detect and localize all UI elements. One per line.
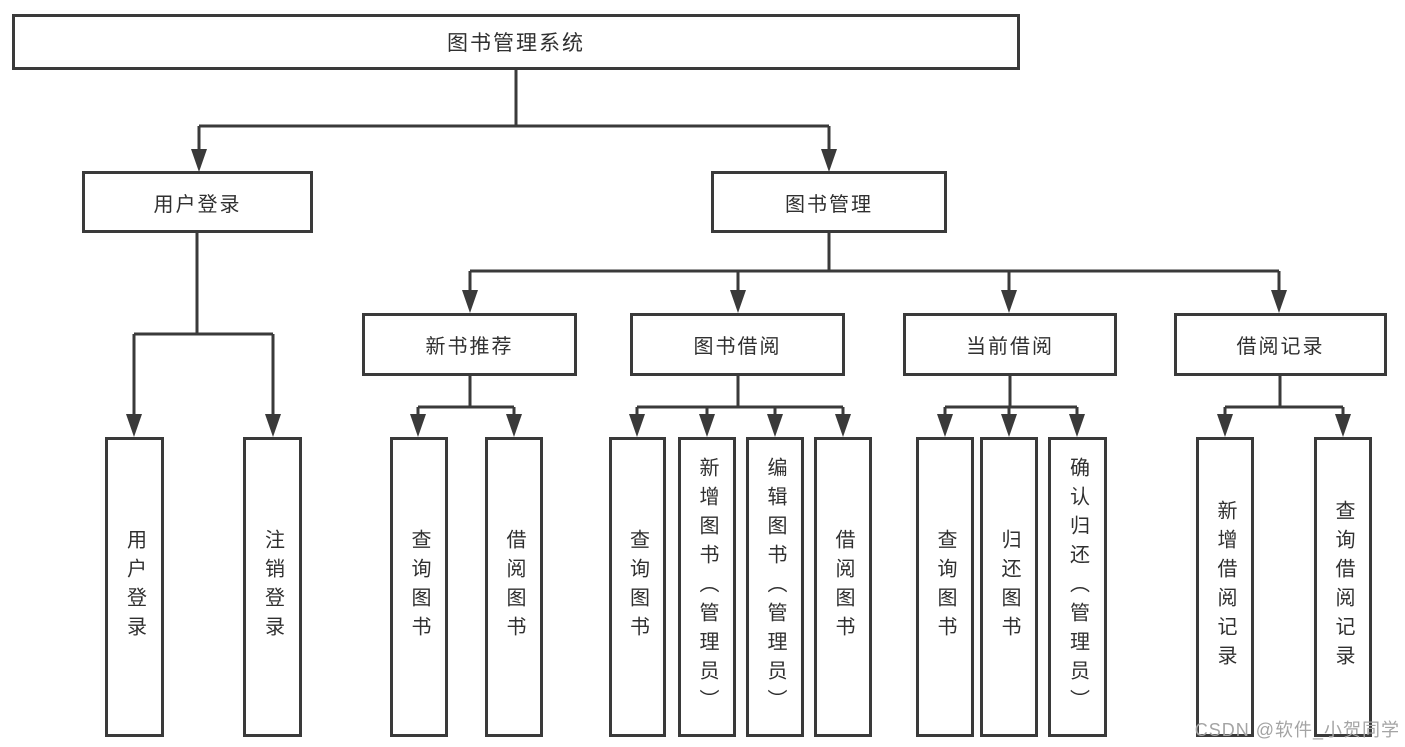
node-borrowing-records: 借阅记录 — [1174, 313, 1387, 376]
leaf-query-book-borrowing: 查询图书 — [609, 437, 666, 737]
node-current-borrowing: 当前借阅 — [903, 313, 1117, 376]
leaf-query-borrow-record: 查询借阅记录 — [1314, 437, 1372, 737]
leaf-edit-book-admin: 编辑图书（管理员） — [746, 437, 804, 737]
leaf-user-login: 用户登录 — [105, 437, 164, 737]
leaf-query-book-current: 查询图书 — [916, 437, 974, 737]
leaf-add-book-admin: 新增图书（管理员） — [678, 437, 736, 737]
leaf-borrow-book-recommend: 借阅图书 — [485, 437, 543, 737]
leaf-add-borrow-record: 新增借阅记录 — [1196, 437, 1254, 737]
leaf-return-book: 归还图书 — [980, 437, 1038, 737]
leaf-query-book-recommend: 查询图书 — [390, 437, 448, 737]
node-user-login: 用户登录 — [82, 171, 313, 233]
leaf-borrow-book-borrowing: 借阅图书 — [814, 437, 872, 737]
leaf-confirm-return-admin: 确认归还（管理员） — [1048, 437, 1107, 737]
node-new-book-recommend: 新书推荐 — [362, 313, 577, 376]
node-book-borrowing: 图书借阅 — [630, 313, 845, 376]
csdn-watermark: CSDN @软件_小贺同学 — [1194, 720, 1400, 740]
leaf-logout-login: 注销登录 — [243, 437, 302, 737]
node-library-management-system: 图书管理系统 — [12, 14, 1020, 70]
node-book-management: 图书管理 — [711, 171, 947, 233]
